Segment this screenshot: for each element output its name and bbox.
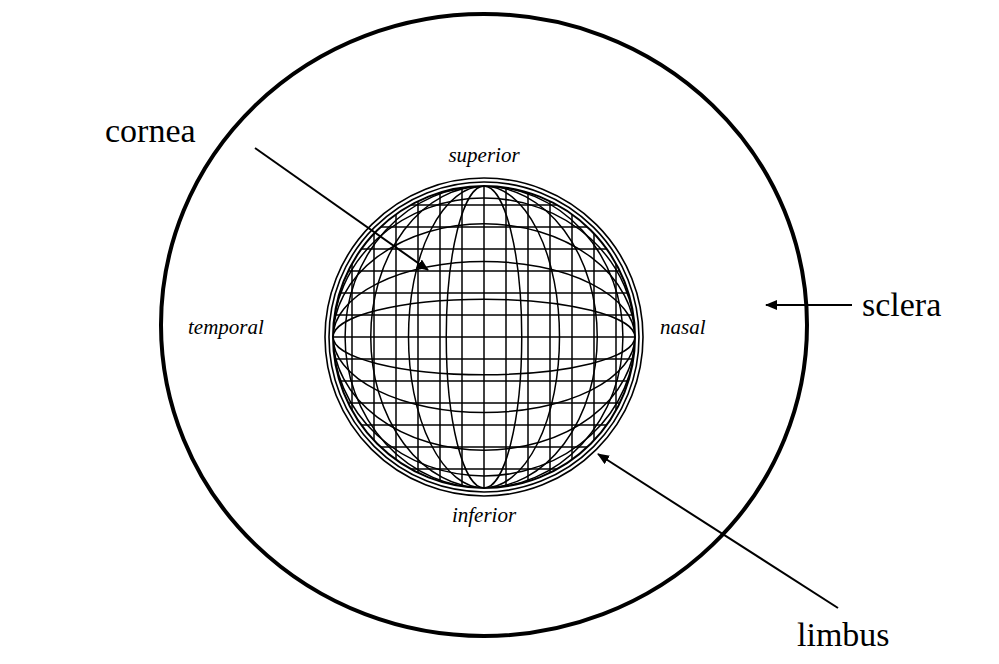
grid-stroke: [333, 380, 635, 382]
grid-stroke: [505, 186, 507, 488]
leader-arrow: [255, 148, 428, 270]
grid-stroke: [571, 186, 573, 488]
grid-stroke: [333, 424, 635, 426]
leader-arrow: [766, 304, 852, 306]
grid-stroke: [549, 186, 551, 488]
part-label: sclera: [862, 286, 941, 323]
cornea-grid: [333, 186, 635, 488]
grid-stroke: [615, 186, 617, 488]
grid-stroke: [333, 358, 635, 360]
direction-label: inferior: [450, 504, 518, 527]
grid-stroke: [527, 186, 529, 488]
direction-label: temporal: [186, 316, 266, 339]
grid-stroke: [333, 224, 635, 451]
sclera-outline: [161, 14, 807, 636]
part-label: cornea: [105, 112, 196, 149]
direction-label: superior: [446, 144, 521, 167]
direction-label: nasal: [658, 316, 708, 339]
grid-stroke: [371, 186, 598, 488]
grid-stroke: [333, 468, 635, 470]
grid-stroke: [333, 198, 635, 476]
grid-stroke: [593, 186, 595, 488]
leader-arrow: [598, 454, 838, 608]
grid-stroke: [446, 186, 522, 488]
grid-stroke: [333, 299, 635, 375]
limbus-ring: [325, 178, 643, 496]
part-label: limbus: [797, 616, 890, 653]
cornea-outline: [333, 186, 635, 488]
grid-stroke: [333, 336, 635, 338]
grid-stroke: [333, 446, 635, 448]
limbus-ring: [329, 182, 639, 492]
grid-stroke: [333, 402, 635, 404]
